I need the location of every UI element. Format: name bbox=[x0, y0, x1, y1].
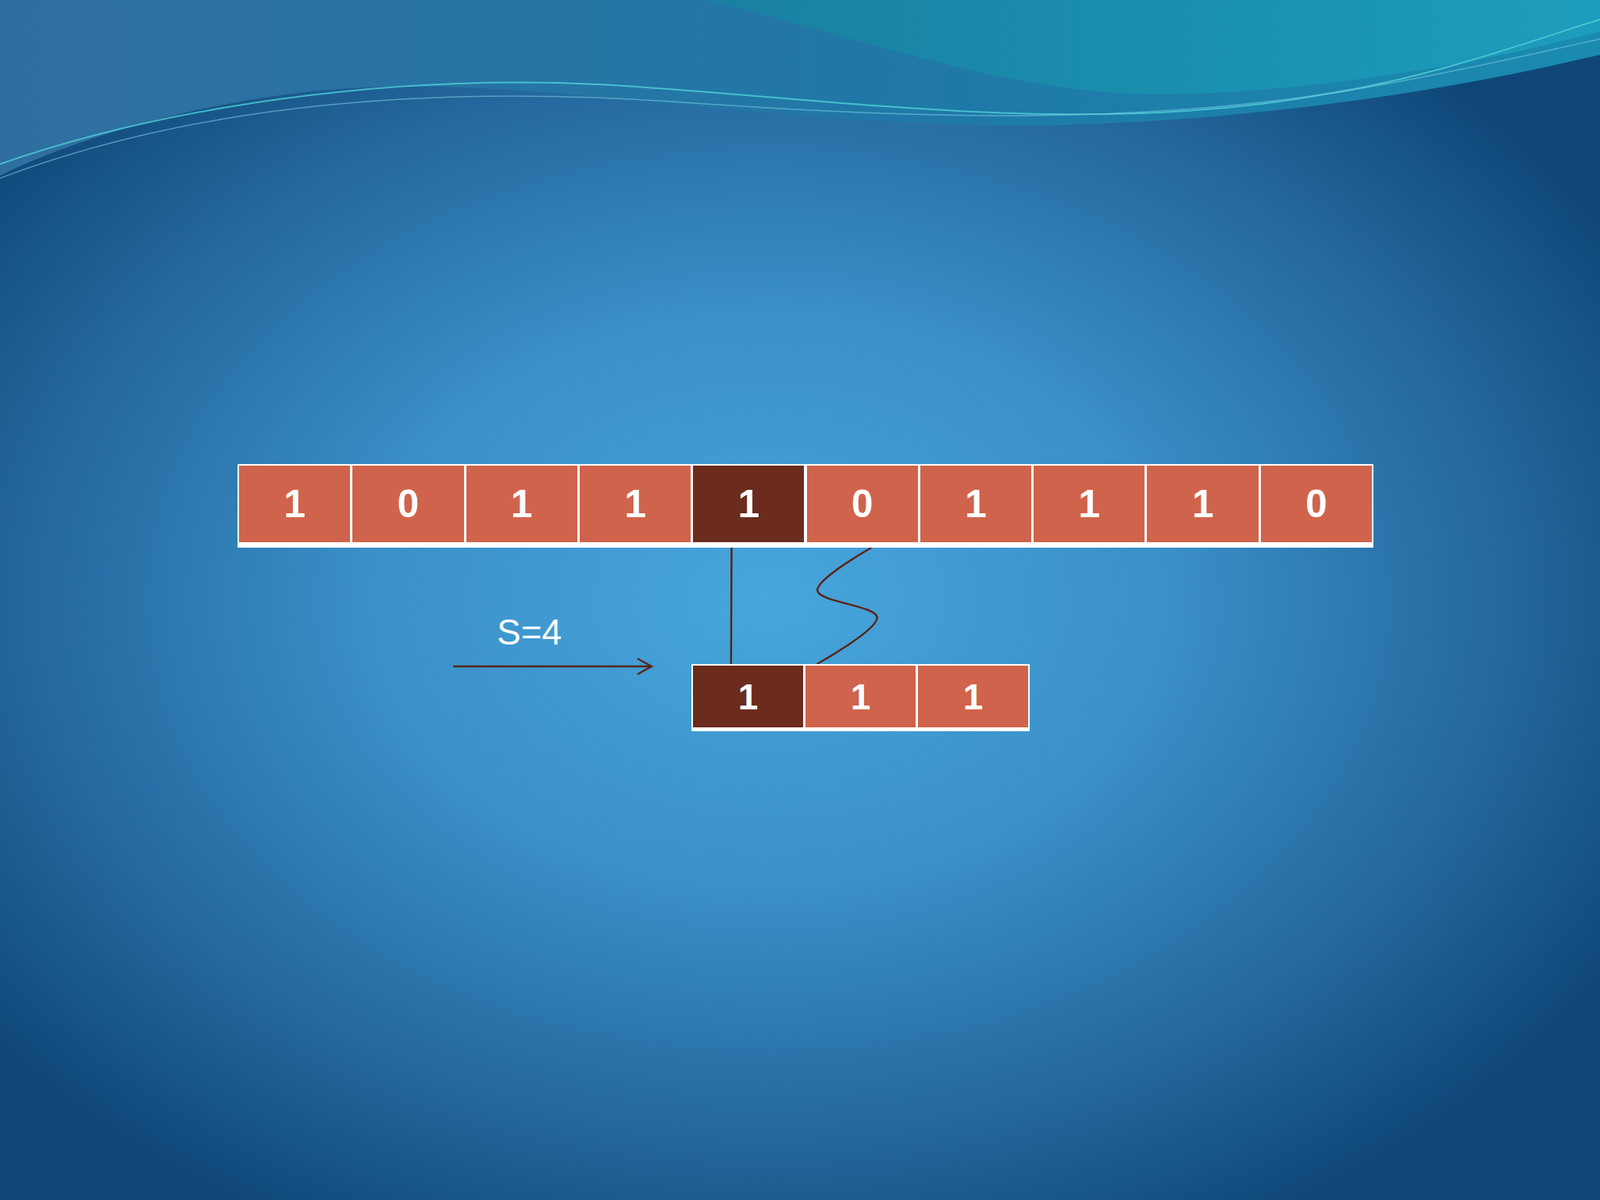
array-cell: 1 bbox=[803, 664, 918, 732]
array-cell: 1 bbox=[1032, 464, 1147, 548]
array-cell: 1 bbox=[464, 464, 579, 548]
array-cell: 1 bbox=[916, 664, 1030, 732]
array-cell: 1 bbox=[691, 464, 806, 548]
array-cell: 1 bbox=[918, 464, 1033, 548]
wave-line bbox=[0, 19, 1600, 165]
shift-label: S=4 bbox=[496, 614, 562, 650]
cell-value: 1 bbox=[1078, 484, 1100, 524]
match-connector bbox=[730, 547, 733, 665]
array-cell: 0 bbox=[805, 464, 920, 548]
shift-arrow bbox=[453, 665, 650, 668]
wave-line bbox=[0, 39, 1600, 179]
array-cell: 1 bbox=[1145, 464, 1260, 548]
cell-value: 1 bbox=[1192, 484, 1215, 524]
cell-value: 1 bbox=[283, 484, 306, 524]
cell-value: 0 bbox=[397, 484, 420, 524]
cell-value: 1 bbox=[510, 484, 533, 524]
array-cell: 1 bbox=[237, 464, 352, 548]
cell-value: 0 bbox=[1305, 484, 1328, 524]
array-cell: 0 bbox=[1259, 464, 1374, 548]
cell-value: 1 bbox=[737, 484, 760, 524]
top-wave bbox=[703, 0, 1600, 95]
array-cell: 1 bbox=[691, 664, 805, 732]
cell-value: 1 bbox=[738, 678, 759, 715]
match-connector bbox=[817, 547, 878, 665]
cell-value: 1 bbox=[964, 484, 987, 524]
cell-value: 1 bbox=[624, 484, 647, 524]
array-cell: 1 bbox=[578, 464, 693, 548]
top-wave bbox=[0, 0, 1600, 176]
cell-value: 1 bbox=[963, 678, 984, 715]
cell-value: 0 bbox=[851, 484, 874, 524]
array-cell: 0 bbox=[350, 464, 465, 548]
shift-arrow-head bbox=[637, 658, 652, 675]
cell-value: 1 bbox=[850, 678, 872, 715]
